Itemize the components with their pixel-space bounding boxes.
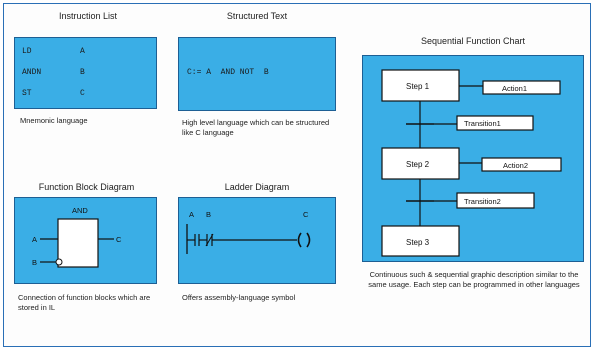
- function-block-diagram: AND A B C: [32, 206, 122, 268]
- ladder-coil-left: [297, 232, 302, 248]
- sfc-transition-2: [456, 192, 535, 209]
- sfc-step-3: [381, 225, 460, 257]
- sfc-caption: Continuous such & sequential graphic des…: [368, 270, 580, 289]
- ladder-label-b: B: [206, 210, 211, 219]
- sfc-action-1-label: Action1: [502, 84, 527, 93]
- structured-text-title: Structured Text: [226, 11, 288, 21]
- ladder-title: Ladder Diagram: [224, 182, 290, 192]
- sfc-action-2-label: Action2: [503, 161, 528, 170]
- ladder-coil-right: [306, 232, 311, 248]
- fbd-output-label: C: [116, 235, 122, 244]
- ladder-contact-b-slash: [205, 233, 214, 247]
- sfc-step-1: [381, 69, 460, 102]
- il-arg-2: B: [80, 68, 85, 77]
- sfc-step-2-label: Step 2: [406, 160, 430, 169]
- function-block-panel: AND A B C: [14, 197, 157, 284]
- ladder-label-a: A: [189, 210, 194, 219]
- instruction-list-title: Instruction List: [58, 11, 118, 21]
- ladder-caption: Offers assembly-language symbol: [182, 293, 296, 302]
- ladder-label-c: C: [303, 210, 309, 219]
- sfc-action-1: [482, 80, 561, 95]
- structured-text-code: C:= A AND NOT B: [187, 68, 269, 77]
- sfc-panel: Step 1 Action1 Transition1 Step 2 Action…: [362, 55, 584, 262]
- il-line-2: ANDN B: [22, 68, 142, 77]
- sfc-title: Sequential Function Chart: [420, 36, 526, 46]
- il-op-1: LD: [22, 47, 32, 56]
- il-op-3: ST: [22, 89, 32, 98]
- fbd-input-a-label: A: [32, 235, 37, 244]
- il-arg-1: A: [80, 47, 85, 56]
- il-line-3: ST C: [22, 89, 142, 98]
- instruction-list-caption: Mnemonic language: [20, 116, 88, 125]
- function-block-caption: Connection of function blocks which are …: [18, 293, 151, 312]
- structured-text-panel: C:= A AND NOT B: [178, 37, 336, 111]
- function-block-title: Function Block Diagram: [38, 182, 135, 192]
- fbd-input-b-label: B: [32, 258, 37, 267]
- sfc-step-1-label: Step 1: [406, 82, 430, 91]
- il-arg-3: C: [80, 89, 85, 98]
- fbd-block-label: AND: [72, 206, 88, 215]
- il-line-1: LD A: [22, 47, 142, 56]
- fbd-negation-bubble: [55, 258, 63, 266]
- fbd-and-block: [57, 218, 99, 268]
- sfc-transition-2-label: Transition2: [464, 197, 501, 206]
- ladder-diagram: A B C: [186, 210, 311, 254]
- sfc-diagram: Step 1 Action1 Transition1 Step 2 Action…: [381, 69, 562, 257]
- structured-text-caption: High level language which can be structu…: [182, 118, 330, 137]
- instruction-list-panel: LD A ANDN B ST C: [14, 37, 157, 109]
- sfc-step-3-label: Step 3: [406, 238, 430, 247]
- sfc-transition-1-label: Transition1: [464, 119, 501, 128]
- sfc-action-2: [481, 157, 562, 172]
- il-op-2: ANDN: [22, 68, 42, 77]
- sfc-transition-1: [456, 115, 534, 131]
- ladder-panel: A B C: [178, 197, 336, 284]
